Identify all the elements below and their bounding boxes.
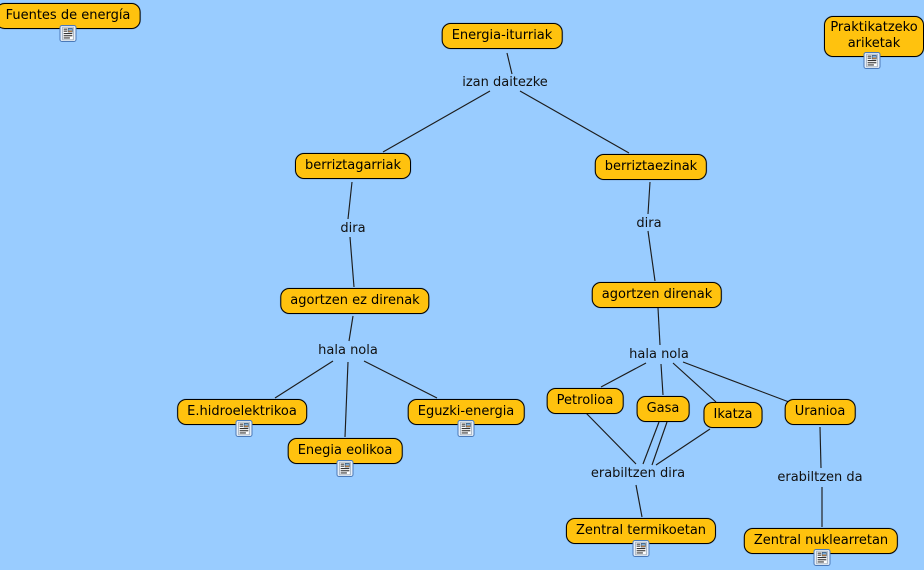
linking-phrase-dira-right[interactable]: dira (636, 216, 662, 231)
node-gasa[interactable]: Gasa (636, 396, 690, 423)
resource-icon[interactable] (236, 420, 253, 437)
node-berriztaezinak[interactable]: berriztaezinak (594, 154, 708, 181)
linking-phrase-hala-nola-left[interactable]: hala nola (318, 343, 378, 358)
node-petrolioa[interactable]: Petrolioa (546, 388, 624, 415)
resource-icon[interactable] (337, 460, 354, 477)
node-eguzki-energia[interactable]: Eguzki-energia (407, 399, 525, 426)
resource-icon[interactable] (864, 52, 881, 69)
linking-phrase-erabiltzen-da[interactable]: erabiltzen da (777, 470, 863, 485)
node-agortzen-direnak[interactable]: agortzen direnak (591, 282, 723, 309)
resource-icon[interactable] (60, 25, 77, 42)
node-ikatza[interactable]: Ikatza (703, 402, 763, 429)
linking-phrase-hala-nola-right[interactable]: hala nola (629, 347, 689, 362)
resource-icon[interactable] (458, 420, 475, 437)
node-enegia-eolikoa[interactable]: Enegia eolikoa (287, 438, 403, 465)
node-energia-iturriak[interactable]: Energia-iturriak (441, 23, 563, 50)
resource-icon[interactable] (633, 540, 650, 557)
linking-phrase-erabiltzen-dira[interactable]: erabiltzen dira (590, 466, 686, 481)
node-berriztagarriak[interactable]: berriztagarriak (295, 153, 411, 180)
resource-icon[interactable] (814, 549, 831, 566)
node-praktikatzeko-ariketak[interactable]: Praktikatzeko ariketak (824, 16, 924, 57)
linking-phrase-dira-left[interactable]: dira (340, 221, 366, 236)
node-agortzen-ez-direnak[interactable]: agortzen ez direnak (280, 288, 430, 315)
linking-phrase-izan-daitezke[interactable]: izan daitezke (462, 75, 548, 90)
node-fuentes-de-energia[interactable]: Fuentes de energía (0, 3, 141, 30)
node-uranioa[interactable]: Uranioa (784, 399, 856, 426)
